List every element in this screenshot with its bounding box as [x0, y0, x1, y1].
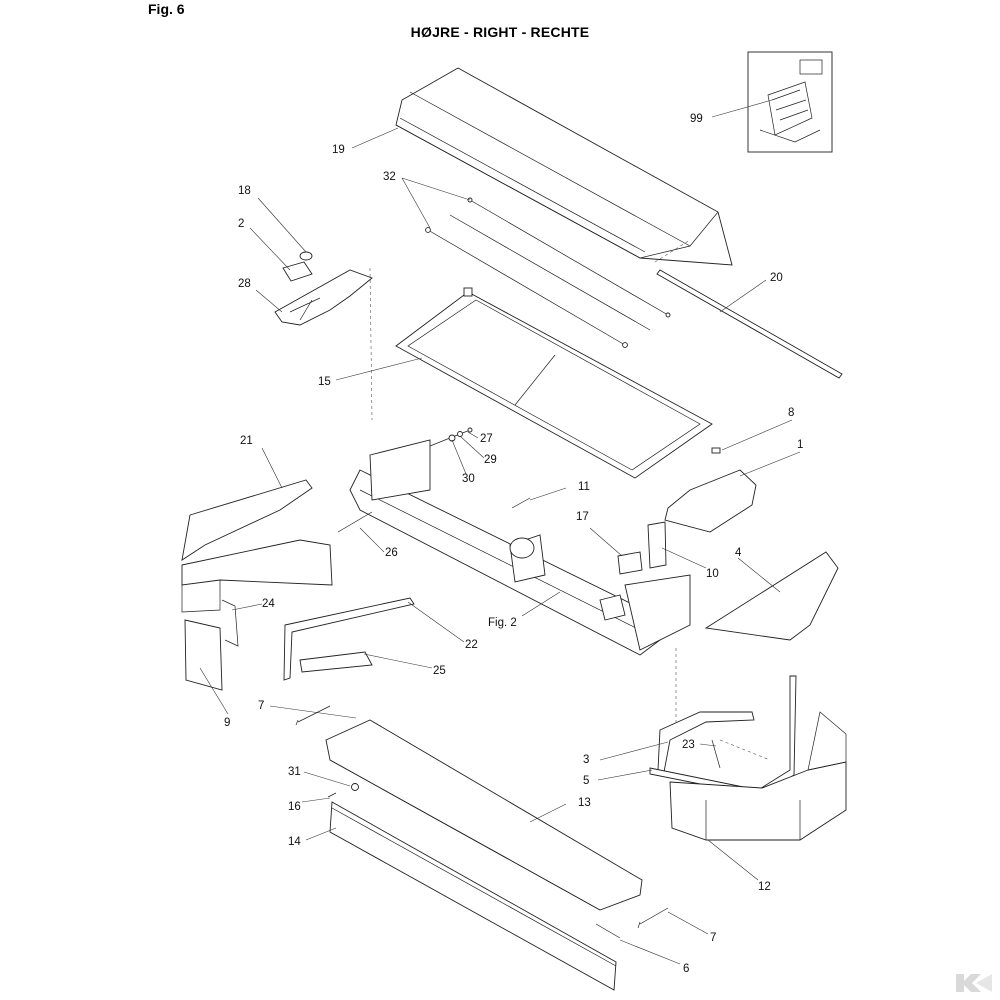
part-9-shield — [181, 539, 333, 691]
callout-30: 30 — [462, 473, 475, 485]
callout-10: 10 — [706, 568, 719, 580]
callout-16: 16 — [288, 801, 301, 813]
part-19-top-cover — [395, 67, 733, 266]
part-20-strip — [656, 269, 843, 379]
callout-12: 12 — [758, 881, 771, 893]
callout-18: 18 — [238, 185, 251, 197]
callout-2: 2 — [238, 218, 244, 230]
part-21-wing — [181, 479, 313, 561]
callout-25: 25 — [433, 665, 446, 677]
part-7-bracket-bottom — [637, 907, 669, 929]
part-5-bracket — [649, 675, 797, 797]
part-4-wing — [704, 551, 839, 641]
part-13-bottom-cover — [325, 719, 643, 911]
part-11-pin — [511, 497, 531, 509]
callout-11: 11 — [578, 481, 590, 493]
part-8-clip — [711, 447, 721, 454]
part-28-bracket — [274, 269, 373, 326]
leader-lines — [199, 99, 801, 965]
part-17-plate — [617, 551, 643, 575]
figure-title: HØJRE - RIGHT - RECHTE — [410, 24, 590, 40]
callout-fig-2: Fig. 2 — [488, 617, 517, 629]
callout-8: 8 — [788, 407, 794, 419]
callout-31: 31 — [288, 766, 301, 778]
callout-7-top: 7 — [258, 700, 264, 712]
callout-14: 14 — [288, 836, 301, 848]
callout-99: 99 — [690, 113, 703, 125]
callout-26: 26 — [385, 547, 398, 559]
part-15-frame — [395, 287, 713, 479]
callout-9: 9 — [224, 717, 230, 729]
part-2-plate — [282, 261, 313, 282]
part-32-rods — [425, 197, 671, 348]
callout-17: 17 — [576, 511, 589, 523]
figure-label: Fig. 6 — [148, 1, 185, 17]
part-22-bracket — [283, 597, 415, 681]
part-24-bracket — [221, 599, 239, 647]
callout-32: 32 — [383, 171, 396, 183]
callout-13: 13 — [578, 797, 591, 809]
part-10-plate — [647, 521, 667, 569]
callout-15: 15 — [318, 376, 331, 388]
part-14-plate — [329, 801, 617, 991]
callout-1: 1 — [797, 439, 803, 451]
callout-7-bottom: 7 — [710, 932, 716, 944]
callout-22: 22 — [465, 639, 478, 651]
k-brand-logo-icon — [956, 974, 992, 992]
part-16-bolt — [327, 792, 337, 798]
callout-5: 5 — [583, 775, 589, 787]
callout-19: 19 — [332, 144, 345, 156]
part-12-shield — [669, 711, 847, 841]
callout-23: 23 — [682, 739, 695, 751]
part-1-cover — [664, 469, 757, 533]
callout-20: 20 — [770, 272, 783, 284]
part-27-29-30-bolts — [429, 427, 473, 447]
callout-21: 21 — [240, 435, 253, 447]
part-31-nut — [351, 783, 359, 791]
callout-4: 4 — [735, 547, 742, 559]
callout-29: 29 — [484, 454, 497, 466]
fig-2-main-beam — [349, 439, 691, 656]
callout-6: 6 — [683, 963, 689, 975]
callout-3: 3 — [583, 754, 589, 766]
callout-24: 24 — [262, 598, 275, 610]
part-26-rod — [337, 511, 373, 533]
callout-labels: 99 19 32 18 2 28 20 15 21 8 1 27 29 30 1… — [224, 113, 803, 975]
callout-28: 28 — [238, 278, 251, 290]
part-99-bag — [747, 51, 833, 153]
part-25-bracket — [299, 651, 373, 673]
callout-27: 27 — [480, 433, 493, 445]
part-23-pin — [711, 739, 721, 769]
part-3-bracket — [657, 711, 755, 773]
part-7-bracket-top — [295, 705, 331, 726]
part-6-bracket — [595, 923, 621, 939]
part-18-knob — [299, 251, 313, 261]
